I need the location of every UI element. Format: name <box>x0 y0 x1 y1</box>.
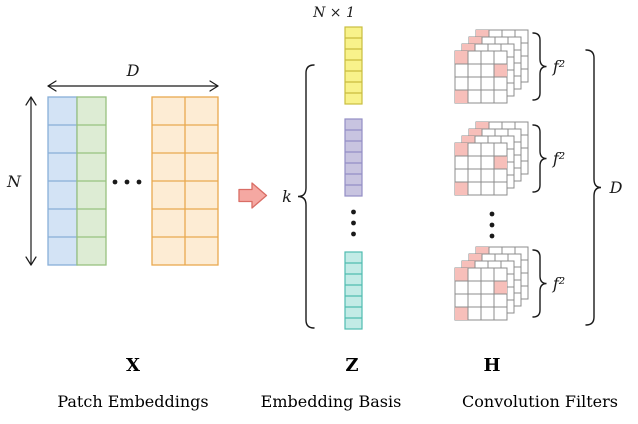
patch-column-blue <box>47 96 78 266</box>
basis-caption: Embedding Basis <box>261 392 402 411</box>
patch-column-orange <box>151 96 219 266</box>
transform-arrow-icon <box>238 182 268 209</box>
basis-left-brace <box>297 64 315 329</box>
convolution-filters-group: f² f² f² D H Convolution Filters <box>454 29 623 411</box>
filter-stack-2 <box>454 121 529 196</box>
filter-dim-label-3: f² <box>552 274 565 293</box>
basis-count-label: k <box>282 187 292 206</box>
filters-depth-brace <box>585 49 602 326</box>
filter-brace-3 <box>532 249 548 318</box>
filter-brace-2 <box>532 124 548 193</box>
width-dimension-arrow <box>47 80 219 92</box>
filters-caption: Convolution Filters <box>462 392 618 411</box>
patch-column-green <box>76 96 107 266</box>
ellipsis-vertical-icon <box>489 211 495 239</box>
ellipsis-vertical-icon <box>351 209 356 237</box>
patch-width-label: D <box>126 61 140 80</box>
patch-height-label: N <box>6 172 22 191</box>
filters-matrix-symbol: H <box>483 355 500 376</box>
basis-matrix-symbol: Z <box>345 355 358 376</box>
height-dimension-arrow <box>25 96 37 266</box>
basis-vector-purple <box>344 118 363 197</box>
embedding-basis-group: k N × 1 Z Embedding Basis <box>261 5 402 411</box>
patch-matrix-symbol: X <box>126 355 140 376</box>
patch-embeddings-matrix: D N X Patch Embeddings <box>6 61 219 411</box>
filters-depth-label: D <box>609 178 623 197</box>
filter-dim-label-1: f² <box>552 57 565 76</box>
filter-stack-1 <box>454 29 529 104</box>
filter-brace-1 <box>532 32 548 101</box>
filter-dim-label-2: f² <box>552 149 565 168</box>
basis-vector-yellow <box>344 26 363 105</box>
patch-caption: Patch Embeddings <box>57 392 208 411</box>
filter-stack-3 <box>454 246 529 321</box>
ellipsis-horizontal-icon <box>112 179 142 185</box>
basis-size-label: N × 1 <box>312 5 355 21</box>
basis-vector-teal <box>344 251 363 330</box>
